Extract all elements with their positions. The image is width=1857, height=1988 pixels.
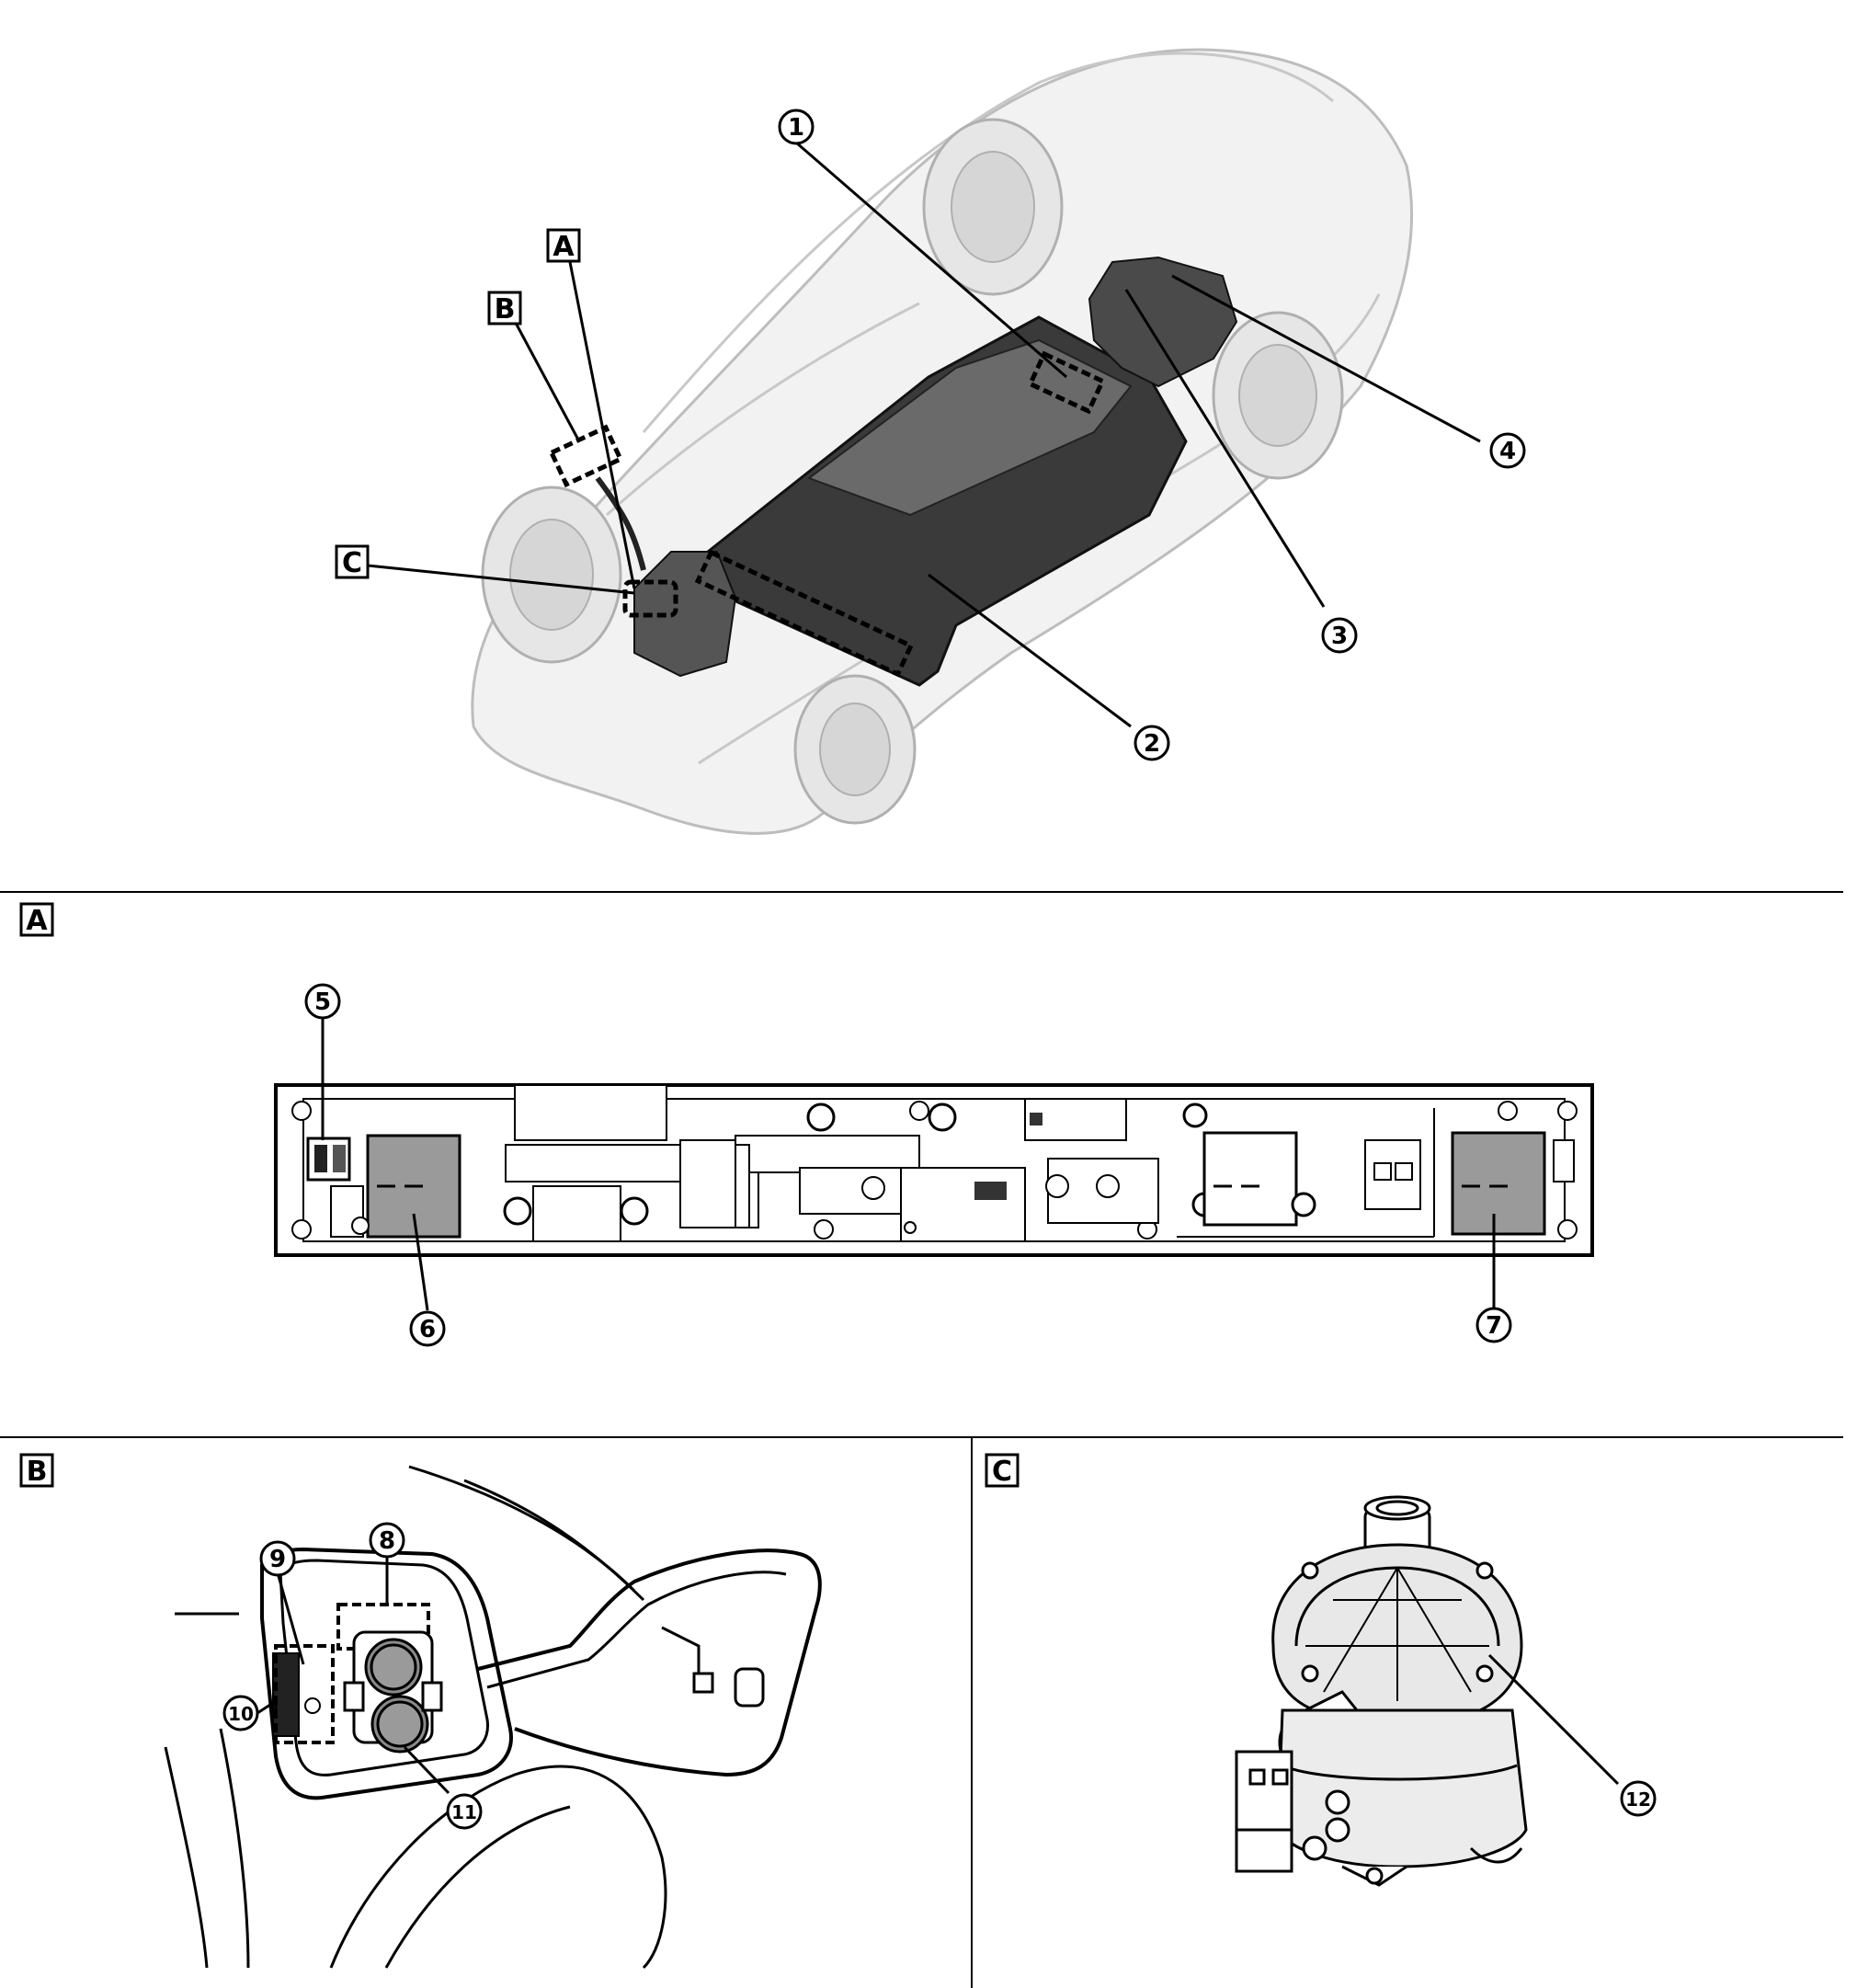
svg-text:B: B xyxy=(27,1456,48,1488)
car-windshield-line xyxy=(605,302,920,517)
wheel-rear-right xyxy=(1212,311,1344,480)
svg-text:4: 4 xyxy=(1499,438,1516,465)
svg-text:10: 10 xyxy=(228,1703,254,1725)
section-C-label: C xyxy=(985,1453,1020,1488)
wheel-front-left xyxy=(481,486,622,664)
part-callout-6: 6 xyxy=(409,1310,446,1347)
part-callout-1: 1 xyxy=(778,109,815,145)
water-pump-icon xyxy=(1235,1495,1528,1887)
svg-text:12: 12 xyxy=(1625,1788,1651,1811)
callout-square-B: B xyxy=(487,291,522,326)
highlight-box-1 xyxy=(1027,350,1106,415)
part-callout-10: 10 xyxy=(222,1695,277,1731)
callout-B-label: B xyxy=(495,293,516,326)
highlight-box-9 xyxy=(274,1644,335,1744)
part-callout-9: 9 xyxy=(259,1540,296,1577)
section-B-label: B xyxy=(19,1453,54,1488)
charge-inlet xyxy=(343,1630,443,1754)
relay-module-icon xyxy=(274,1083,1594,1257)
svg-text:7: 7 xyxy=(1486,1312,1502,1340)
callout-A-label: A xyxy=(553,231,575,263)
section-B-leader-lines xyxy=(274,1558,450,1795)
svg-text:5: 5 xyxy=(314,988,331,1016)
overview-leader-lines xyxy=(367,141,1481,728)
highlight-box-C xyxy=(622,579,678,618)
charge-lock-actuator xyxy=(272,1652,300,1737)
part-callout-2: 2 xyxy=(1134,725,1170,761)
car-overview-icon xyxy=(471,48,1414,835)
part-callout-7: 7 xyxy=(1475,1307,1512,1343)
svg-text:8: 8 xyxy=(379,1527,395,1555)
battery-pack-top xyxy=(806,338,1133,517)
charge-port-icon xyxy=(164,1465,822,1970)
relay-control-board xyxy=(900,1167,1026,1242)
part-callout-3: 3 xyxy=(1321,617,1358,654)
wheel-front-right xyxy=(793,674,917,825)
section-A-leader-lines xyxy=(321,1019,1496,1311)
svg-text:11: 11 xyxy=(451,1801,477,1823)
highlight-box-B xyxy=(548,424,624,488)
svg-text:2: 2 xyxy=(1144,730,1160,758)
section-C-leader-line xyxy=(1487,1653,1620,1786)
car-roof-line xyxy=(642,51,1334,433)
svg-text:3: 3 xyxy=(1331,623,1348,650)
svg-text:1: 1 xyxy=(788,114,804,142)
svg-text:A: A xyxy=(26,905,48,937)
part-callout-12: 12 xyxy=(1620,1780,1657,1817)
callout-square-C: C xyxy=(335,544,370,579)
part-callout-11: 11 xyxy=(446,1793,483,1830)
part-callout-5: 5 xyxy=(304,983,341,1020)
svg-text:6: 6 xyxy=(419,1316,436,1343)
callout-square-A: A xyxy=(546,228,581,263)
wheel-rear-left xyxy=(922,118,1064,296)
svg-text:C: C xyxy=(992,1456,1012,1488)
front-harness xyxy=(595,476,646,571)
relay-middle xyxy=(1202,1131,1298,1227)
relay-7 xyxy=(1451,1131,1546,1236)
highlight-box-A xyxy=(694,549,915,678)
callout-C-label: C xyxy=(342,547,362,579)
svg-text:9: 9 xyxy=(269,1546,286,1573)
section-A-label: A xyxy=(19,902,54,937)
part-callout-8: 8 xyxy=(369,1522,405,1559)
part-callout-4: 4 xyxy=(1489,432,1526,469)
